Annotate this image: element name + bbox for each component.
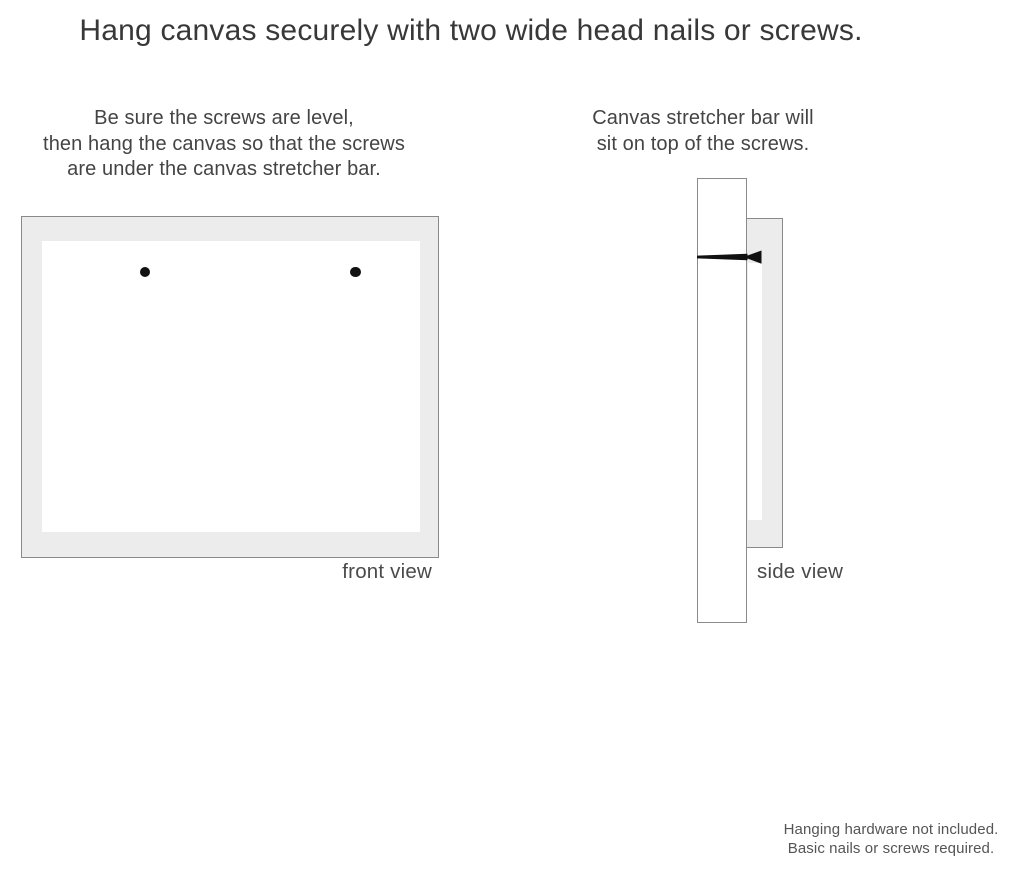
page-title: Hang canvas securely with two wide head … [79,14,863,47]
right-instruction-line-1: Canvas stretcher bar will [592,107,814,129]
footnote-line-2: Basic nails or screws required. [787,840,995,857]
left-instruction-line-1: Be sure the screws are level, [94,107,354,129]
left-instruction-line-3: are under the canvas stretcher bar. [67,158,381,180]
front-view-canvas-frame [21,216,439,558]
footnote-line-1: Hanging hardware not included. [783,821,999,838]
side-view-label: side view [757,560,844,583]
left-instruction-line-2: then hang the canvas so that the screws [43,132,405,155]
right-instruction-line-2: sit on top of the screws. [596,132,810,155]
side-view-stretcher-bar [697,178,747,623]
nail-head-dot-left [139,266,150,277]
side-view-canvas-inner-gap [747,263,762,520]
nail-head-dot-right [350,266,361,277]
left-instruction-text: Be sure the screws are level, then hang … [4,106,444,183]
hardware-footnote: Hanging hardware not included. Basic nai… [731,820,1024,858]
front-view-label: front view [342,560,432,583]
front-view-canvas-face [41,241,420,532]
right-instruction-text: Canvas stretcher bar will sit on top of … [543,106,863,157]
